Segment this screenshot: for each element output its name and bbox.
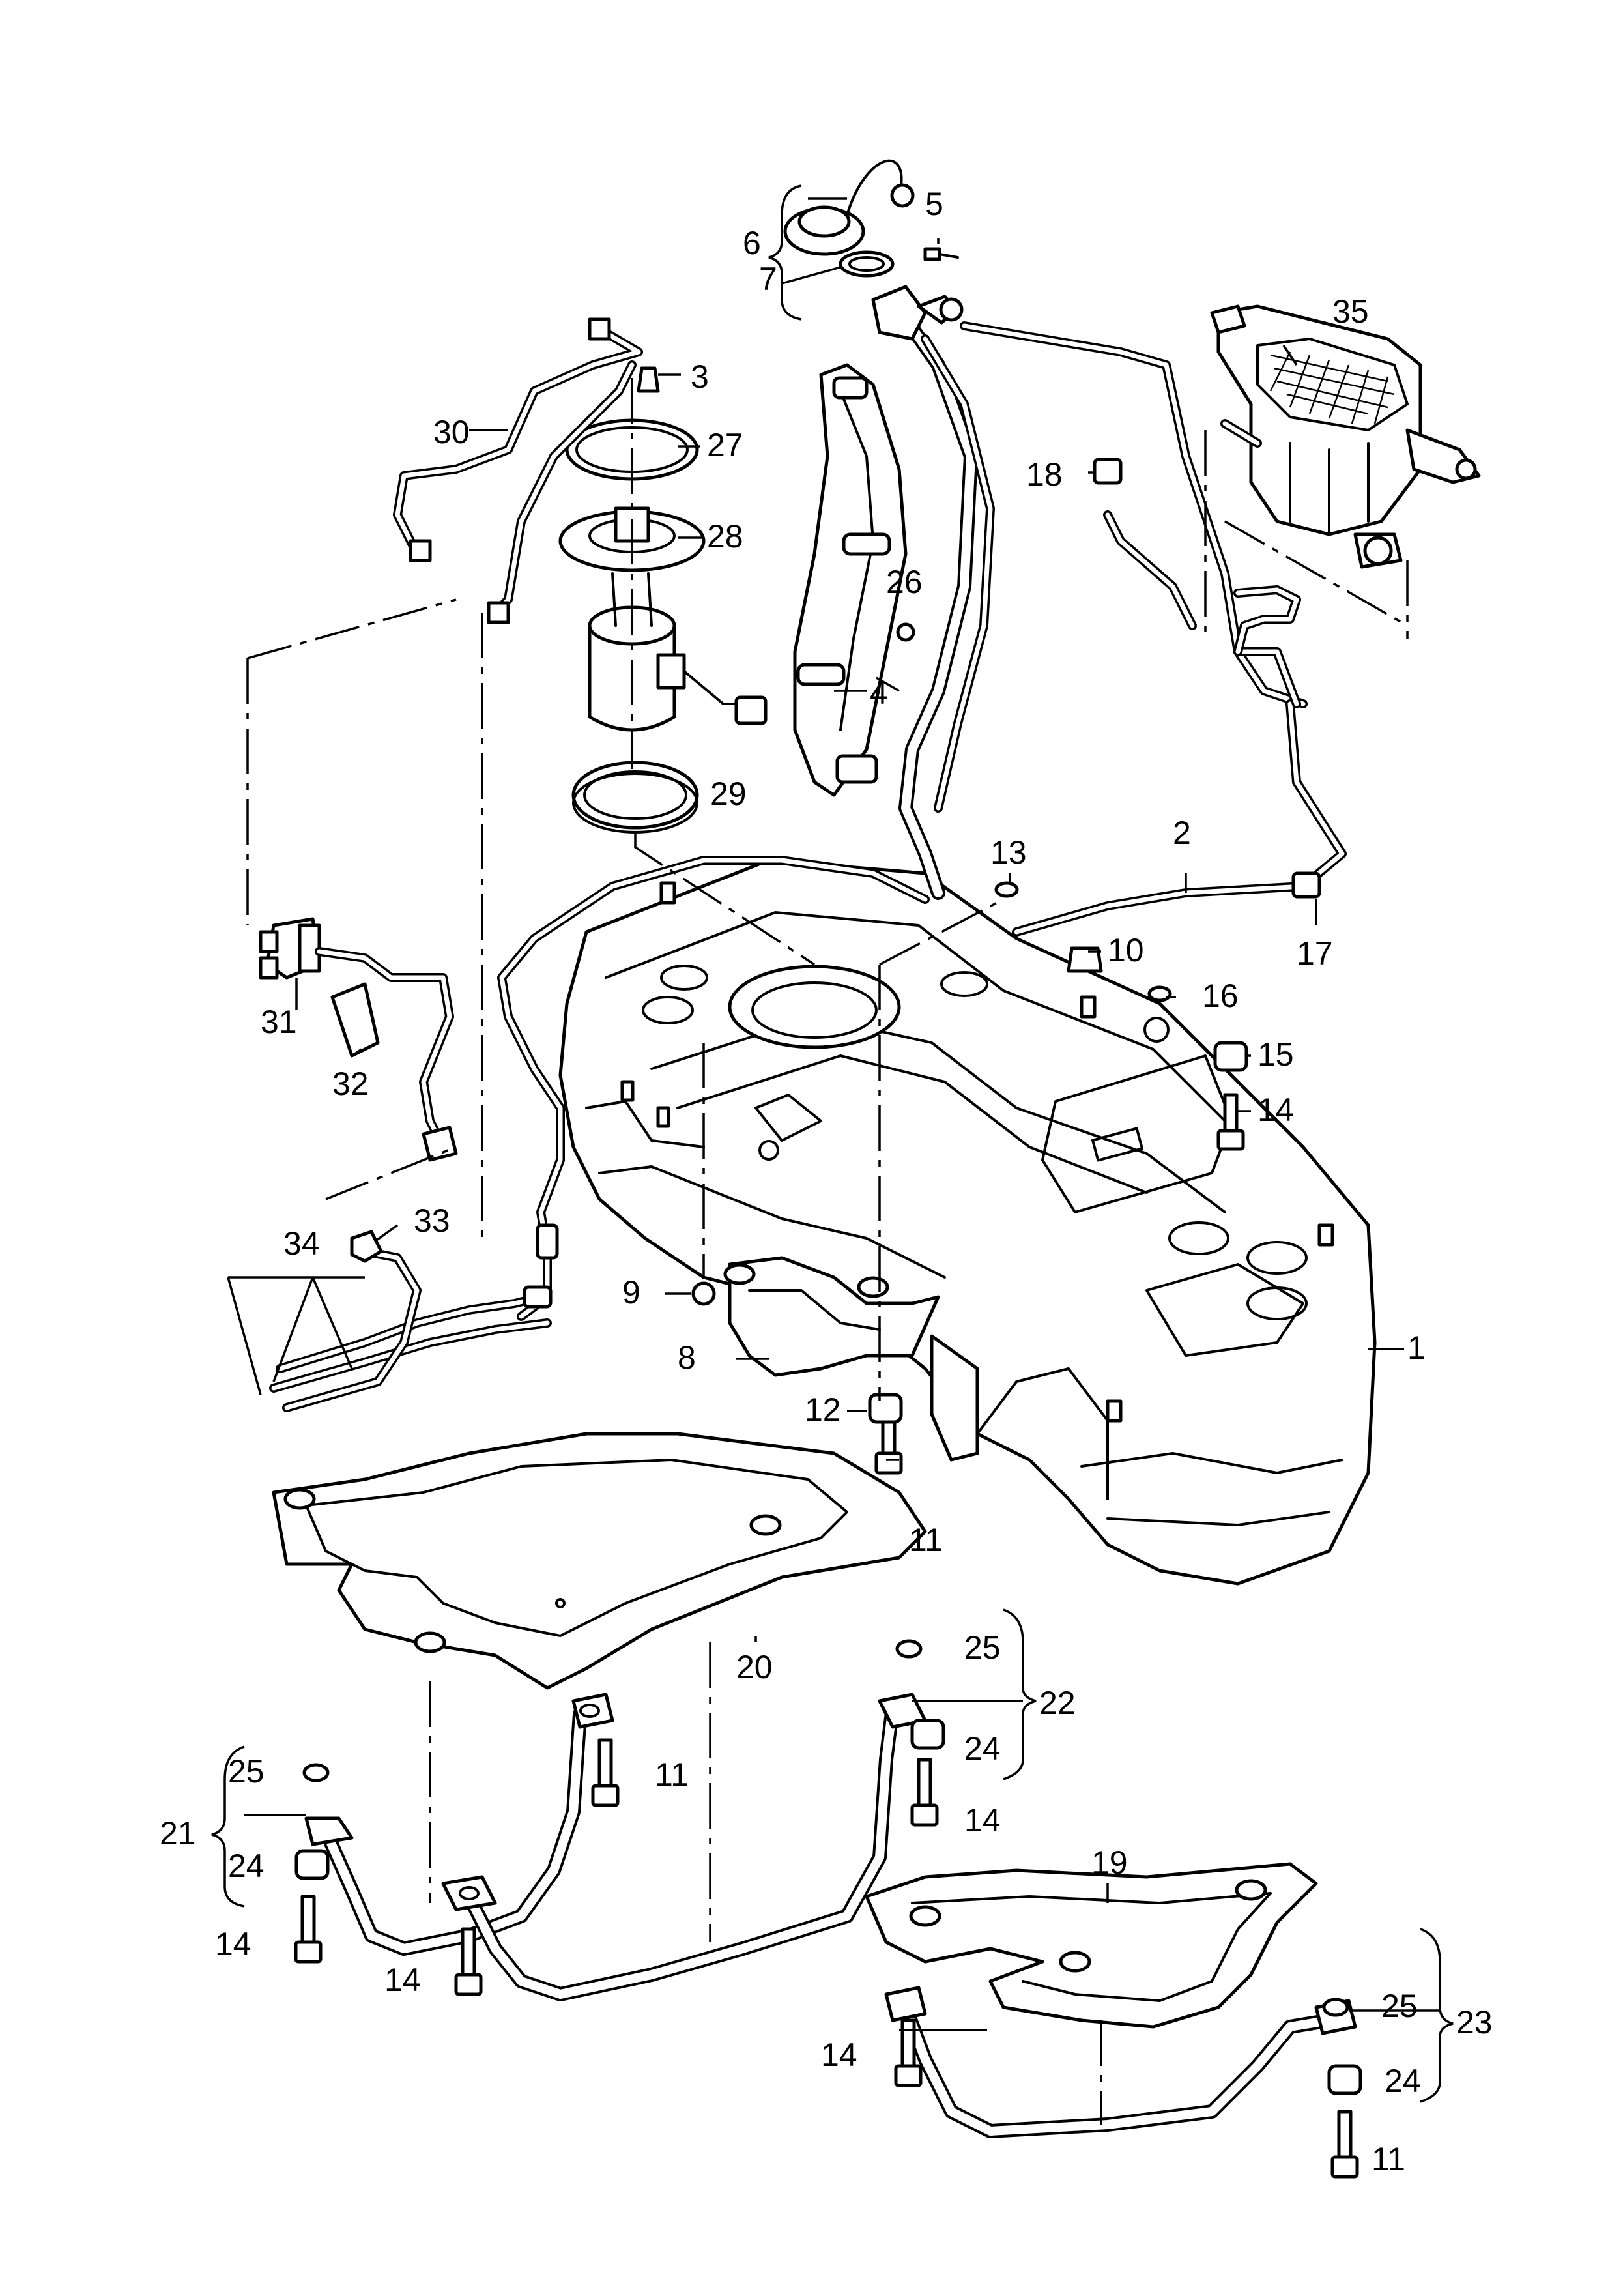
- callout-8: 8: [678, 1339, 696, 1376]
- fuel-line-30: [393, 317, 643, 624]
- callout-25b: 25: [964, 1629, 1001, 1666]
- bolt: [894, 2018, 923, 2087]
- callout-2: 2: [1173, 815, 1191, 851]
- callout-26: 26: [886, 564, 923, 600]
- callout-7: 7: [759, 261, 777, 297]
- callout-6: 6: [743, 225, 761, 261]
- callout-10: 10: [1108, 932, 1144, 968]
- callout-24c: 24: [1385, 2063, 1421, 2099]
- callout-19: 19: [1091, 1844, 1128, 1881]
- bolt: [910, 1758, 939, 1827]
- callout-5: 5: [925, 186, 943, 222]
- bolt: [454, 1927, 483, 1996]
- callout-23: 23: [1456, 2004, 1493, 2041]
- filler-neck: [871, 285, 995, 900]
- heat-shield-20: [272, 1432, 927, 1690]
- callout-11: 11: [909, 1522, 943, 1558]
- callout-35: 35: [1332, 293, 1369, 330]
- callout-14: 14: [1257, 1092, 1294, 1128]
- callout-18: 18: [1026, 456, 1063, 493]
- callout-14b: 14: [964, 1802, 1001, 1838]
- callout-16: 16: [1202, 978, 1239, 1014]
- heat-shield-19: [865, 1862, 1357, 2138]
- callout-34: 34: [283, 1225, 320, 1262]
- callout-17: 17: [1297, 935, 1333, 972]
- callout-3: 3: [691, 358, 709, 395]
- callout-14e: 14: [821, 2037, 857, 2073]
- bolt: [1216, 1093, 1245, 1151]
- callout-14d: 14: [384, 1962, 421, 1998]
- callout-9: 9: [622, 1274, 640, 1311]
- callout-1: 1: [1407, 1330, 1426, 1366]
- callout-22: 22: [1039, 1685, 1076, 1721]
- callout-11b: 11: [655, 1756, 689, 1793]
- callout-27: 27: [707, 427, 743, 463]
- bolt: [294, 1895, 323, 1964]
- bracket-8: [723, 1256, 979, 1462]
- fuel-tank: [558, 858, 1377, 1586]
- callout-11c: 11: [1372, 2141, 1405, 2177]
- hardware: [294, 458, 1362, 2179]
- leader-lines: [211, 184, 1454, 2103]
- tank-straps: [304, 1693, 927, 2001]
- callout-25c: 25: [1381, 1988, 1418, 2024]
- filler-cap: [783, 159, 959, 278]
- pressure-valve: [259, 917, 458, 1162]
- callout-28: 28: [707, 518, 743, 555]
- callout-25: 25: [228, 1753, 265, 1790]
- callout-20: 20: [736, 1649, 773, 1685]
- callout-24b: 24: [964, 1730, 1001, 1767]
- callout-14c: 14: [215, 1926, 251, 1962]
- callout-12: 12: [805, 1391, 841, 1428]
- filler-hose: [793, 363, 908, 797]
- callout-33: 33: [414, 1202, 450, 1239]
- callout-24: 24: [228, 1848, 265, 1884]
- callout-13: 13: [990, 834, 1027, 871]
- charcoal-canister: [1210, 304, 1481, 569]
- bolt: [591, 1738, 620, 1807]
- callout-15: 15: [1257, 1036, 1294, 1073]
- callout-29: 29: [710, 776, 747, 812]
- callouts: 1 2 3 4 5 6 7 8 9 10 11 11 11 12 13 14 1…: [160, 186, 1493, 2177]
- canister-grid: [1269, 351, 1395, 424]
- callout-4: 4: [870, 675, 888, 711]
- callout-30: 30: [433, 414, 470, 450]
- callout-32: 32: [332, 1066, 369, 1102]
- callout-21: 21: [160, 1815, 196, 1852]
- dash-lines: [246, 378, 1409, 2125]
- bolt: [1330, 2110, 1359, 2179]
- callout-31: 31: [261, 1004, 297, 1040]
- line-bundle: [269, 856, 930, 1412]
